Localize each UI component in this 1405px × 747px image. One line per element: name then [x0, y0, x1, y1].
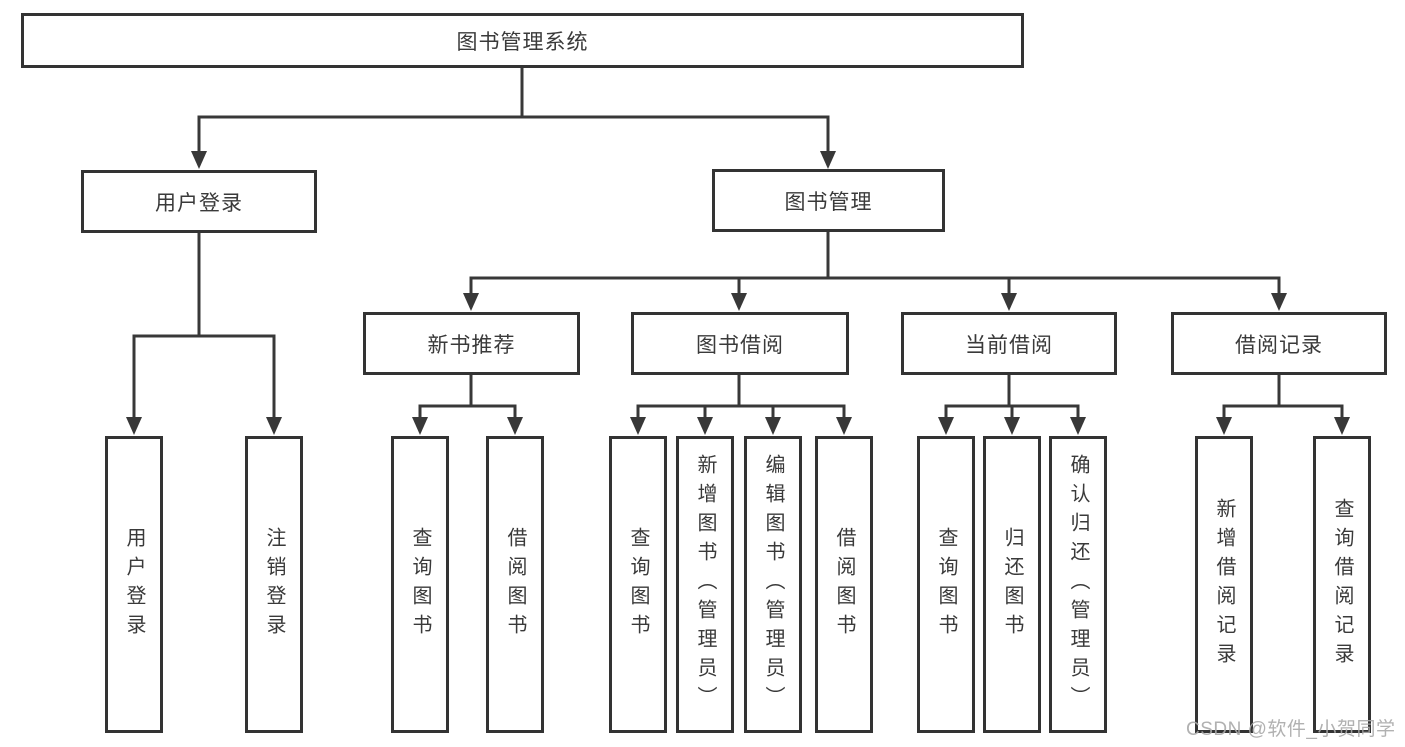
connector-borrow-records-to-leaves	[1216, 373, 1350, 435]
node-library-system-root: 图书管理系统	[21, 13, 1024, 68]
node-label: 查询借阅记录	[1331, 497, 1353, 672]
node-current-borrow: 当前借阅	[901, 312, 1117, 375]
node-book-management: 图书管理	[712, 169, 945, 232]
leaf-borrow-books-recommend: 借阅图书	[486, 436, 544, 733]
leaf-query-borrow-record: 查询借阅记录	[1313, 436, 1371, 733]
leaf-confirm-return-admin: 确认归还（管理员）	[1049, 436, 1107, 733]
node-label: 用户登录	[155, 191, 243, 215]
leaf-edit-books-admin: 编辑图书（管理员）	[744, 436, 802, 733]
node-label: 注销登录	[263, 526, 285, 643]
node-label: 借阅图书	[833, 526, 855, 643]
leaf-return-books: 归还图书	[983, 436, 1041, 733]
node-label: 图书管理	[784, 190, 873, 214]
connector-root-to-level2	[191, 66, 836, 169]
node-label: 新增借阅记录	[1213, 497, 1235, 672]
node-label: 查询图书	[409, 526, 431, 643]
node-borrow-records: 借阅记录	[1171, 312, 1387, 375]
connector-book-borrow-to-leaves	[630, 373, 852, 435]
node-label: 确认归还（管理员）	[1067, 454, 1089, 715]
node-label: 当前借阅	[965, 333, 1053, 357]
connector-user-login-to-leaves	[126, 231, 282, 435]
node-label: 查询图书	[627, 526, 649, 643]
node-label: 借阅图书	[504, 526, 526, 643]
leaf-query-books-current: 查询图书	[917, 436, 975, 733]
connector-book-management-to-level3	[463, 230, 1287, 311]
node-label: 用户登录	[123, 526, 145, 643]
connector-new-book-to-leaves	[412, 373, 523, 435]
leaf-query-books-recommend: 查询图书	[391, 436, 449, 733]
leaf-add-books-admin: 新增图书（管理员）	[676, 436, 734, 733]
node-label: 新书推荐	[427, 333, 516, 357]
node-user-login: 用户登录	[81, 170, 317, 233]
node-label: 图书借阅	[696, 333, 784, 357]
node-label: 归还图书	[1001, 526, 1023, 643]
node-label: 借阅记录	[1235, 333, 1323, 357]
csdn-watermark: CSDN @软件_小贺同学	[1186, 719, 1396, 740]
connector-current-borrow-to-leaves	[938, 373, 1086, 435]
node-label: 查询图书	[935, 526, 957, 643]
leaf-logout: 注销登录	[245, 436, 303, 733]
leaf-query-books-borrow: 查询图书	[609, 436, 667, 733]
leaf-add-borrow-record: 新增借阅记录	[1195, 436, 1253, 733]
node-label: 编辑图书（管理员）	[762, 454, 784, 715]
leaf-borrow-books: 借阅图书	[815, 436, 873, 733]
node-label: 图书管理系统	[456, 30, 589, 54]
node-label: 新增图书（管理员）	[694, 454, 716, 715]
node-book-borrow: 图书借阅	[631, 312, 849, 375]
node-new-book-recommend: 新书推荐	[363, 312, 580, 375]
leaf-user-login: 用户登录	[105, 436, 163, 733]
